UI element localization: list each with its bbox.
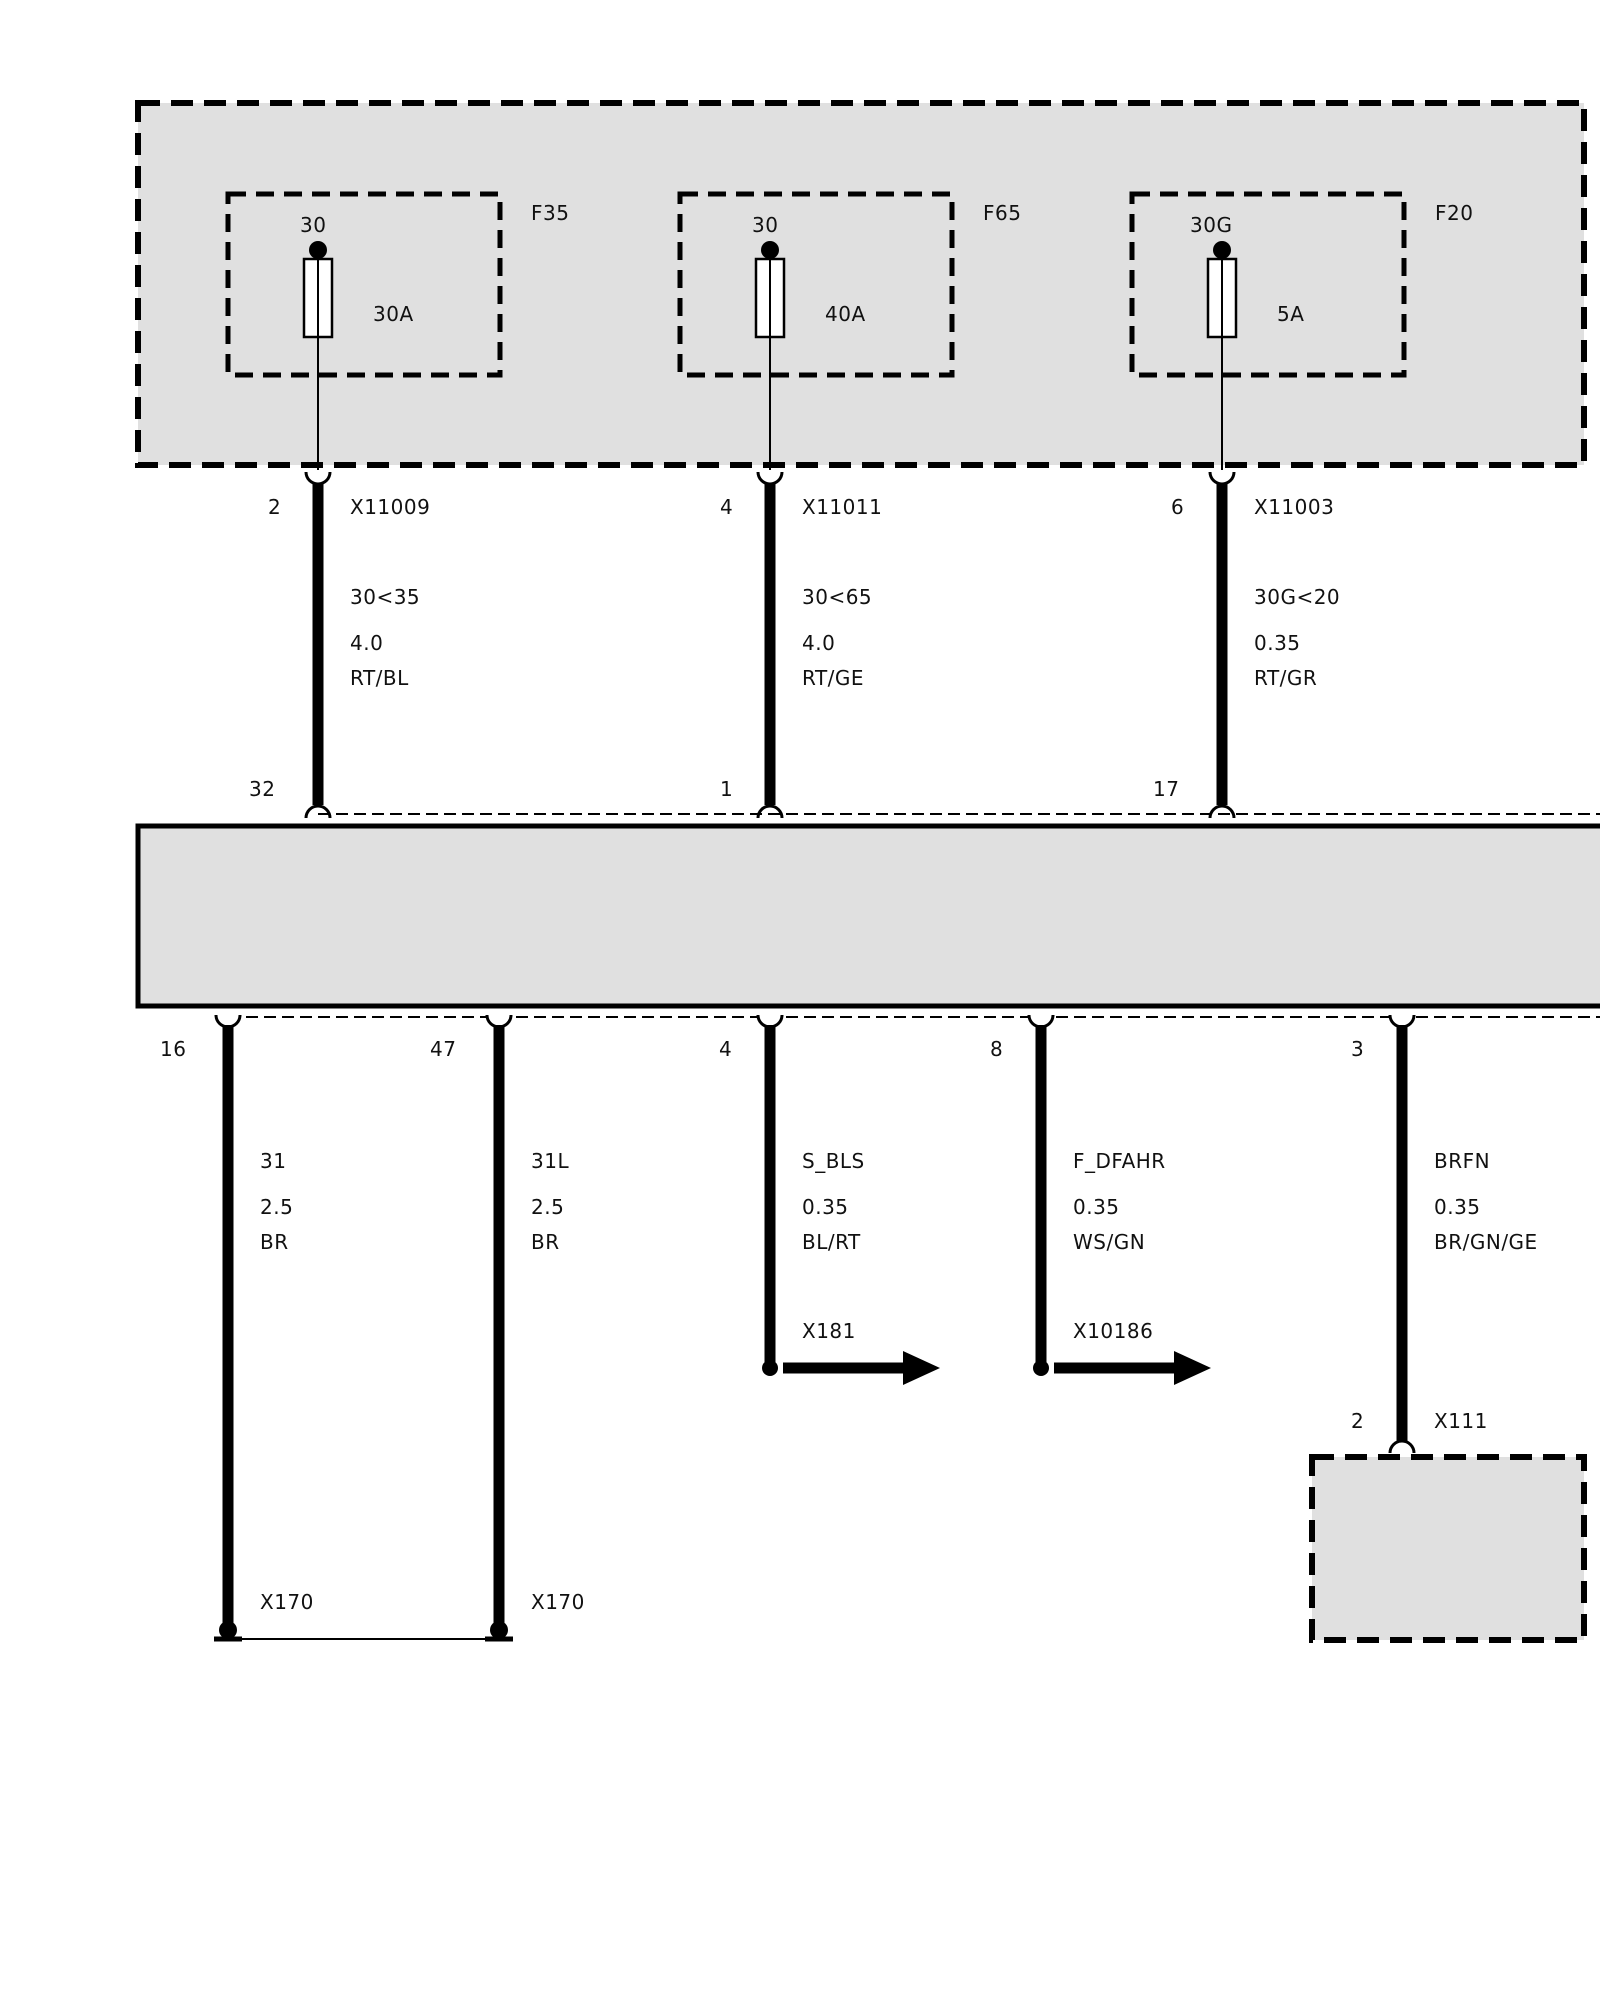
pin-arc	[304, 804, 332, 819]
connector-label: X111	[1434, 1409, 1488, 1433]
signal-name: 31	[260, 1149, 286, 1173]
fuse-f20: F20 30G 5A	[1129, 191, 1473, 470]
supply-wire-2: 4 X11011 30<65 4.0 RT/GE 1	[720, 471, 882, 819]
pin-arc	[756, 804, 784, 819]
fuse-box	[135, 100, 1587, 468]
brake-component-box	[1309, 1454, 1587, 1643]
supply-wire-1: 2 X11009 30<35 4.0 RT/BL 32	[249, 471, 430, 819]
connector-label: X11009	[350, 495, 430, 519]
pin-number: 16	[160, 1037, 186, 1061]
connector-label: X170	[531, 1590, 585, 1614]
fuse-terminal: 30	[300, 213, 326, 237]
fuse-terminal: 30G	[1190, 213, 1232, 237]
wire-color: WS/GN	[1073, 1230, 1145, 1254]
pin-arc	[1208, 471, 1236, 486]
wire-color: RT/GE	[802, 666, 864, 690]
connector-label: X181	[802, 1319, 856, 1343]
pin-number: 4	[719, 1037, 732, 1061]
pin-arc	[304, 471, 332, 486]
output-wire-f-dfahr: 8 F_DFAHR 0.35 WS/GN X10186	[990, 1014, 1211, 1385]
wire-color: BL/RT	[802, 1230, 861, 1254]
signal-name: 30<65	[802, 585, 872, 609]
fuse-rating: 5A	[1277, 302, 1304, 326]
output-wire-brfn: 3 BRFN 0.35 BR/GN/GE 2 X111	[1351, 1014, 1538, 1454]
pin-number: 47	[430, 1037, 456, 1061]
connector-label: X10186	[1073, 1319, 1153, 1343]
signal-name: 30<35	[350, 585, 420, 609]
supply-wire-3: 6 X11003 30G<20 0.35 RT/GR 17	[1153, 471, 1340, 819]
wire-color: RT/BL	[350, 666, 409, 690]
signal-name: 30G<20	[1254, 585, 1340, 609]
wire-color: BR	[531, 1230, 560, 1254]
connector-label: X11003	[1254, 495, 1334, 519]
pin-number: 2	[1351, 1409, 1364, 1433]
connector-label: X170	[260, 1590, 314, 1614]
fuse-label: F20	[1435, 201, 1473, 225]
wire-color: RT/GR	[1254, 666, 1317, 690]
pin-arc	[1208, 804, 1236, 819]
fuse-rating: 40A	[825, 302, 866, 326]
fuse-f35: F35 30 30A	[225, 191, 569, 470]
pin-arc	[1388, 1439, 1416, 1454]
junction-dot	[762, 1360, 778, 1376]
pin-number: 6	[1171, 495, 1184, 519]
fuse-label: F65	[983, 201, 1021, 225]
wire-gauge: 0.35	[1254, 631, 1301, 655]
signal-name: S_BLS	[802, 1149, 865, 1173]
arrow-right-icon	[1174, 1351, 1211, 1385]
junction-dot	[1033, 1360, 1049, 1376]
wire-color: BR	[260, 1230, 289, 1254]
fuse-terminal: 30	[752, 213, 778, 237]
fuse-housing	[677, 191, 955, 378]
wire-gauge: 4.0	[350, 631, 383, 655]
pin-number: 32	[249, 777, 275, 801]
pin-number: 2	[268, 495, 281, 519]
pin-number: 1	[720, 777, 733, 801]
arrow-right-icon	[903, 1351, 940, 1385]
terminal-dot	[1213, 241, 1231, 259]
pin-number: 4	[720, 495, 733, 519]
wire-gauge: 2.5	[531, 1195, 564, 1219]
pin-number: 8	[990, 1037, 1003, 1061]
wire-gauge: 0.35	[802, 1195, 849, 1219]
wire-gauge: 0.35	[1073, 1195, 1120, 1219]
pin-arc	[756, 471, 784, 486]
pin-number: 17	[1153, 777, 1179, 801]
terminal-dot	[309, 241, 327, 259]
fuse-housing	[1129, 191, 1407, 378]
output-wire-ground-load: 47 31L 2.5 BR X170	[430, 1014, 585, 1642]
wire-gauge: 2.5	[260, 1195, 293, 1219]
connector-label: X11011	[802, 495, 882, 519]
output-wire-ground: 16 31 2.5 BR X170	[160, 1014, 314, 1642]
fuse-housing	[225, 191, 503, 378]
wire-gauge: 0.35	[1434, 1195, 1481, 1219]
control-module	[135, 823, 1600, 1009]
fuse-f65: F65 30 40A	[677, 191, 1021, 470]
fuse-rating: 30A	[373, 302, 414, 326]
ground-dot	[219, 1621, 237, 1639]
signal-name: BRFN	[1434, 1149, 1490, 1173]
signal-name: 31L	[531, 1149, 569, 1173]
ground-dot	[490, 1621, 508, 1639]
terminal-dot	[761, 241, 779, 259]
wire-gauge: 4.0	[802, 631, 835, 655]
pin-number: 3	[1351, 1037, 1364, 1061]
output-wire-s-bls: 4 S_BLS 0.35 BL/RT X181	[719, 1014, 940, 1385]
wire-color: BR/GN/GE	[1434, 1230, 1538, 1254]
signal-name: F_DFAHR	[1073, 1149, 1166, 1173]
fuse-label: F35	[531, 201, 569, 225]
